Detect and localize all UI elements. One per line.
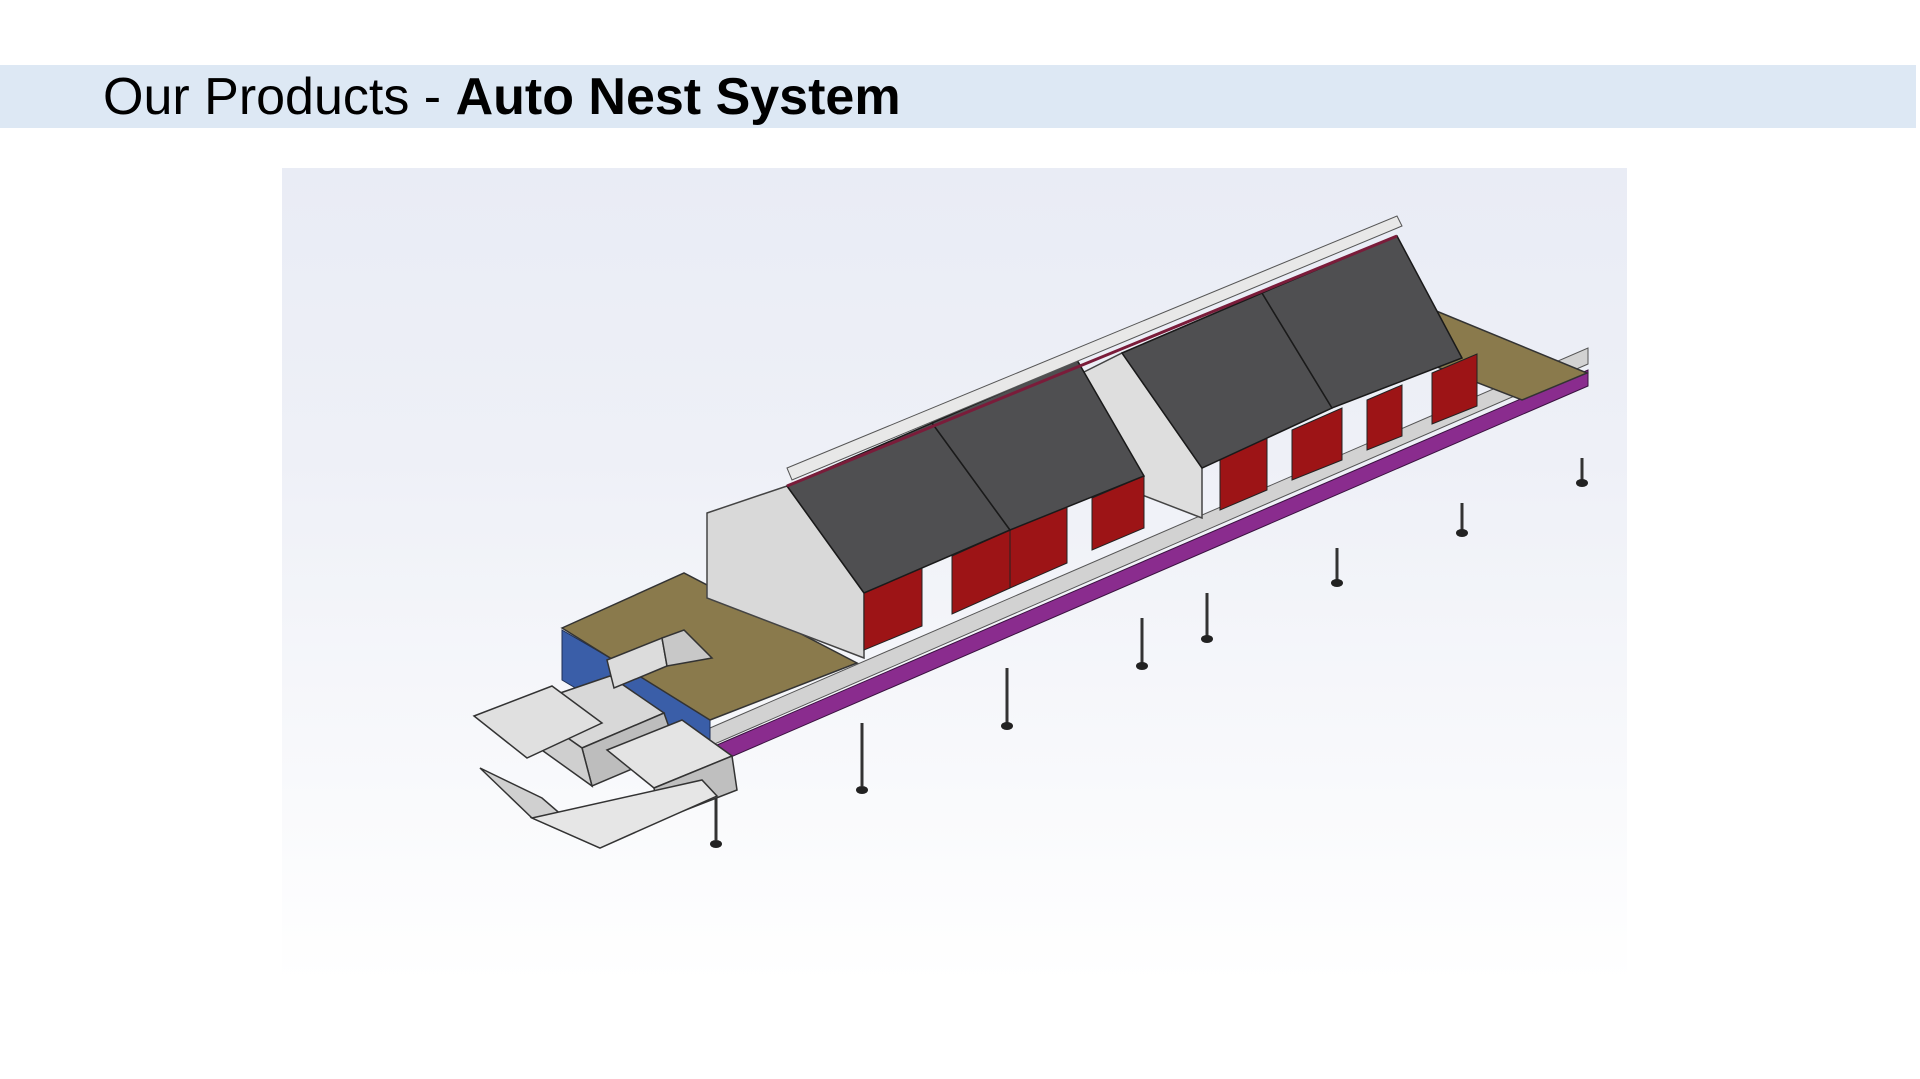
leg-feet [710,479,1588,848]
title-bold: Auto Nest System [455,68,901,126]
door-panels [863,353,1478,651]
deck-front [560,572,859,721]
product-rendering [282,168,1627,983]
egg-collector [472,629,738,849]
title-band [0,65,1916,128]
auto-nest-system-drawing [472,215,1589,849]
slide-title: Our Products - Auto Nest System [103,66,901,129]
ridge-rail [786,215,1403,481]
ridge-line [786,234,1398,488]
nest-roofs [785,235,1464,594]
title-regular: Our Products - [103,68,456,126]
